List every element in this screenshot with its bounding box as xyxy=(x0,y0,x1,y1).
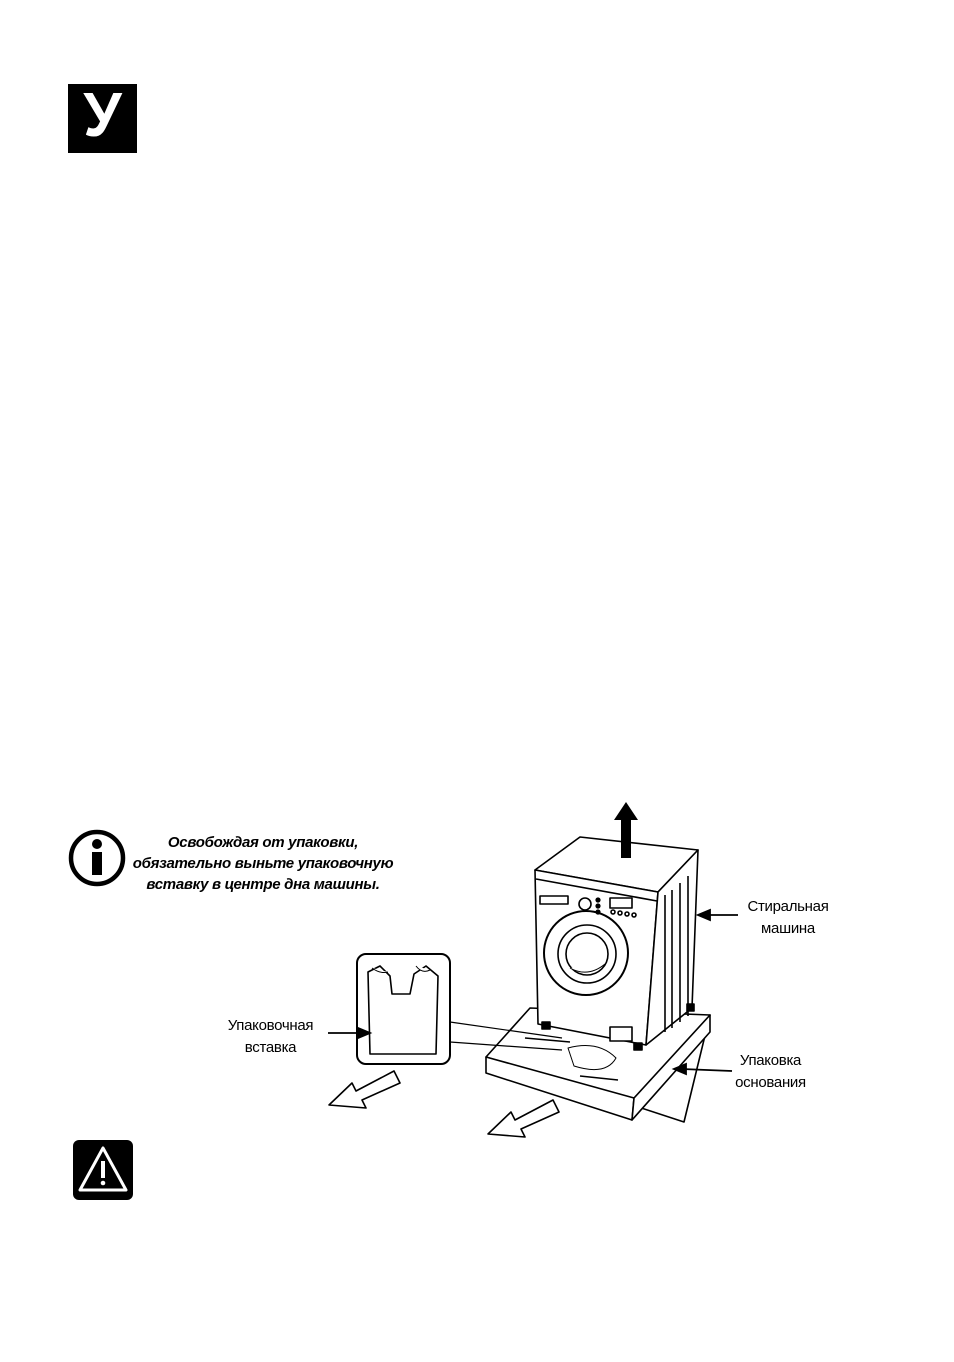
label-line: машина xyxy=(738,918,838,940)
label-line: Упаковка xyxy=(728,1050,813,1072)
unpacking-illustration xyxy=(300,780,860,1170)
label-washing-machine: Стиральная машина xyxy=(738,896,838,940)
label-line: Стиральная xyxy=(738,896,838,918)
label-packaging-base: Упаковка основания xyxy=(728,1050,813,1094)
label-line: Упаковочная xyxy=(218,1015,323,1037)
label-line: вставка xyxy=(218,1037,323,1059)
label-packaging-insert: Упаковочная вставка xyxy=(218,1015,323,1059)
washing-machine-body xyxy=(535,837,698,1050)
warning-triangle-icon xyxy=(72,1139,134,1201)
section-letter-badge: У xyxy=(68,84,137,153)
info-icon xyxy=(68,829,126,887)
label-line: основания xyxy=(728,1072,813,1094)
